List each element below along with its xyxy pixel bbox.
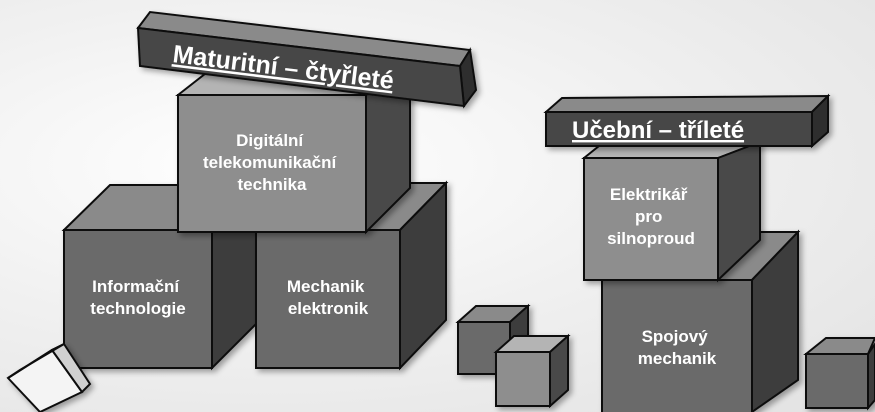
- cube-label-line: technika: [238, 175, 308, 194]
- small-cube-front: [493, 333, 571, 409]
- svg-text:Mechanik elektronik: Mechanik elektronik: [287, 277, 369, 318]
- cube-label-line: Elektrikář: [610, 185, 688, 204]
- cube-elektrikar-pro-silnoproud: Elektrikář pro silnoproud: [581, 140, 761, 283]
- cube-label-line: Mechanik: [287, 277, 365, 296]
- banner-maturitni: Maturitní – čtyřleté: [136, 10, 478, 109]
- cube-label-line: Digitální: [236, 131, 304, 150]
- svg-text:Informační technologie: Informační technologie: [90, 277, 185, 318]
- banner-ucebni: Učební – tříleté: [543, 93, 831, 149]
- cube-label-line: Spojový: [642, 327, 709, 346]
- svg-text:Spojový mechanik: Spojový mechanik: [638, 327, 717, 368]
- cube-label-line: Informační: [92, 277, 180, 296]
- banner-ucebni-label: Učební – tříleté: [572, 117, 744, 144]
- svg-text:Digitální telekomunikačn: Digitální telekomunikační technika: [203, 131, 341, 194]
- cube-label-line: pro: [635, 207, 662, 226]
- cube-label-line: technologie: [90, 299, 185, 318]
- small-cube-right: [803, 337, 875, 411]
- cube-label-line: elektronik: [288, 299, 369, 318]
- cube-label-line: telekomunikační: [203, 153, 337, 172]
- cube-label-line: mechanik: [638, 349, 717, 368]
- white-tilted-cube: [6, 342, 92, 412]
- svg-text:Elektrikář pro sil: Elektrikář pro silnoproud: [607, 185, 695, 248]
- cube-label-line: silnoproud: [607, 229, 695, 248]
